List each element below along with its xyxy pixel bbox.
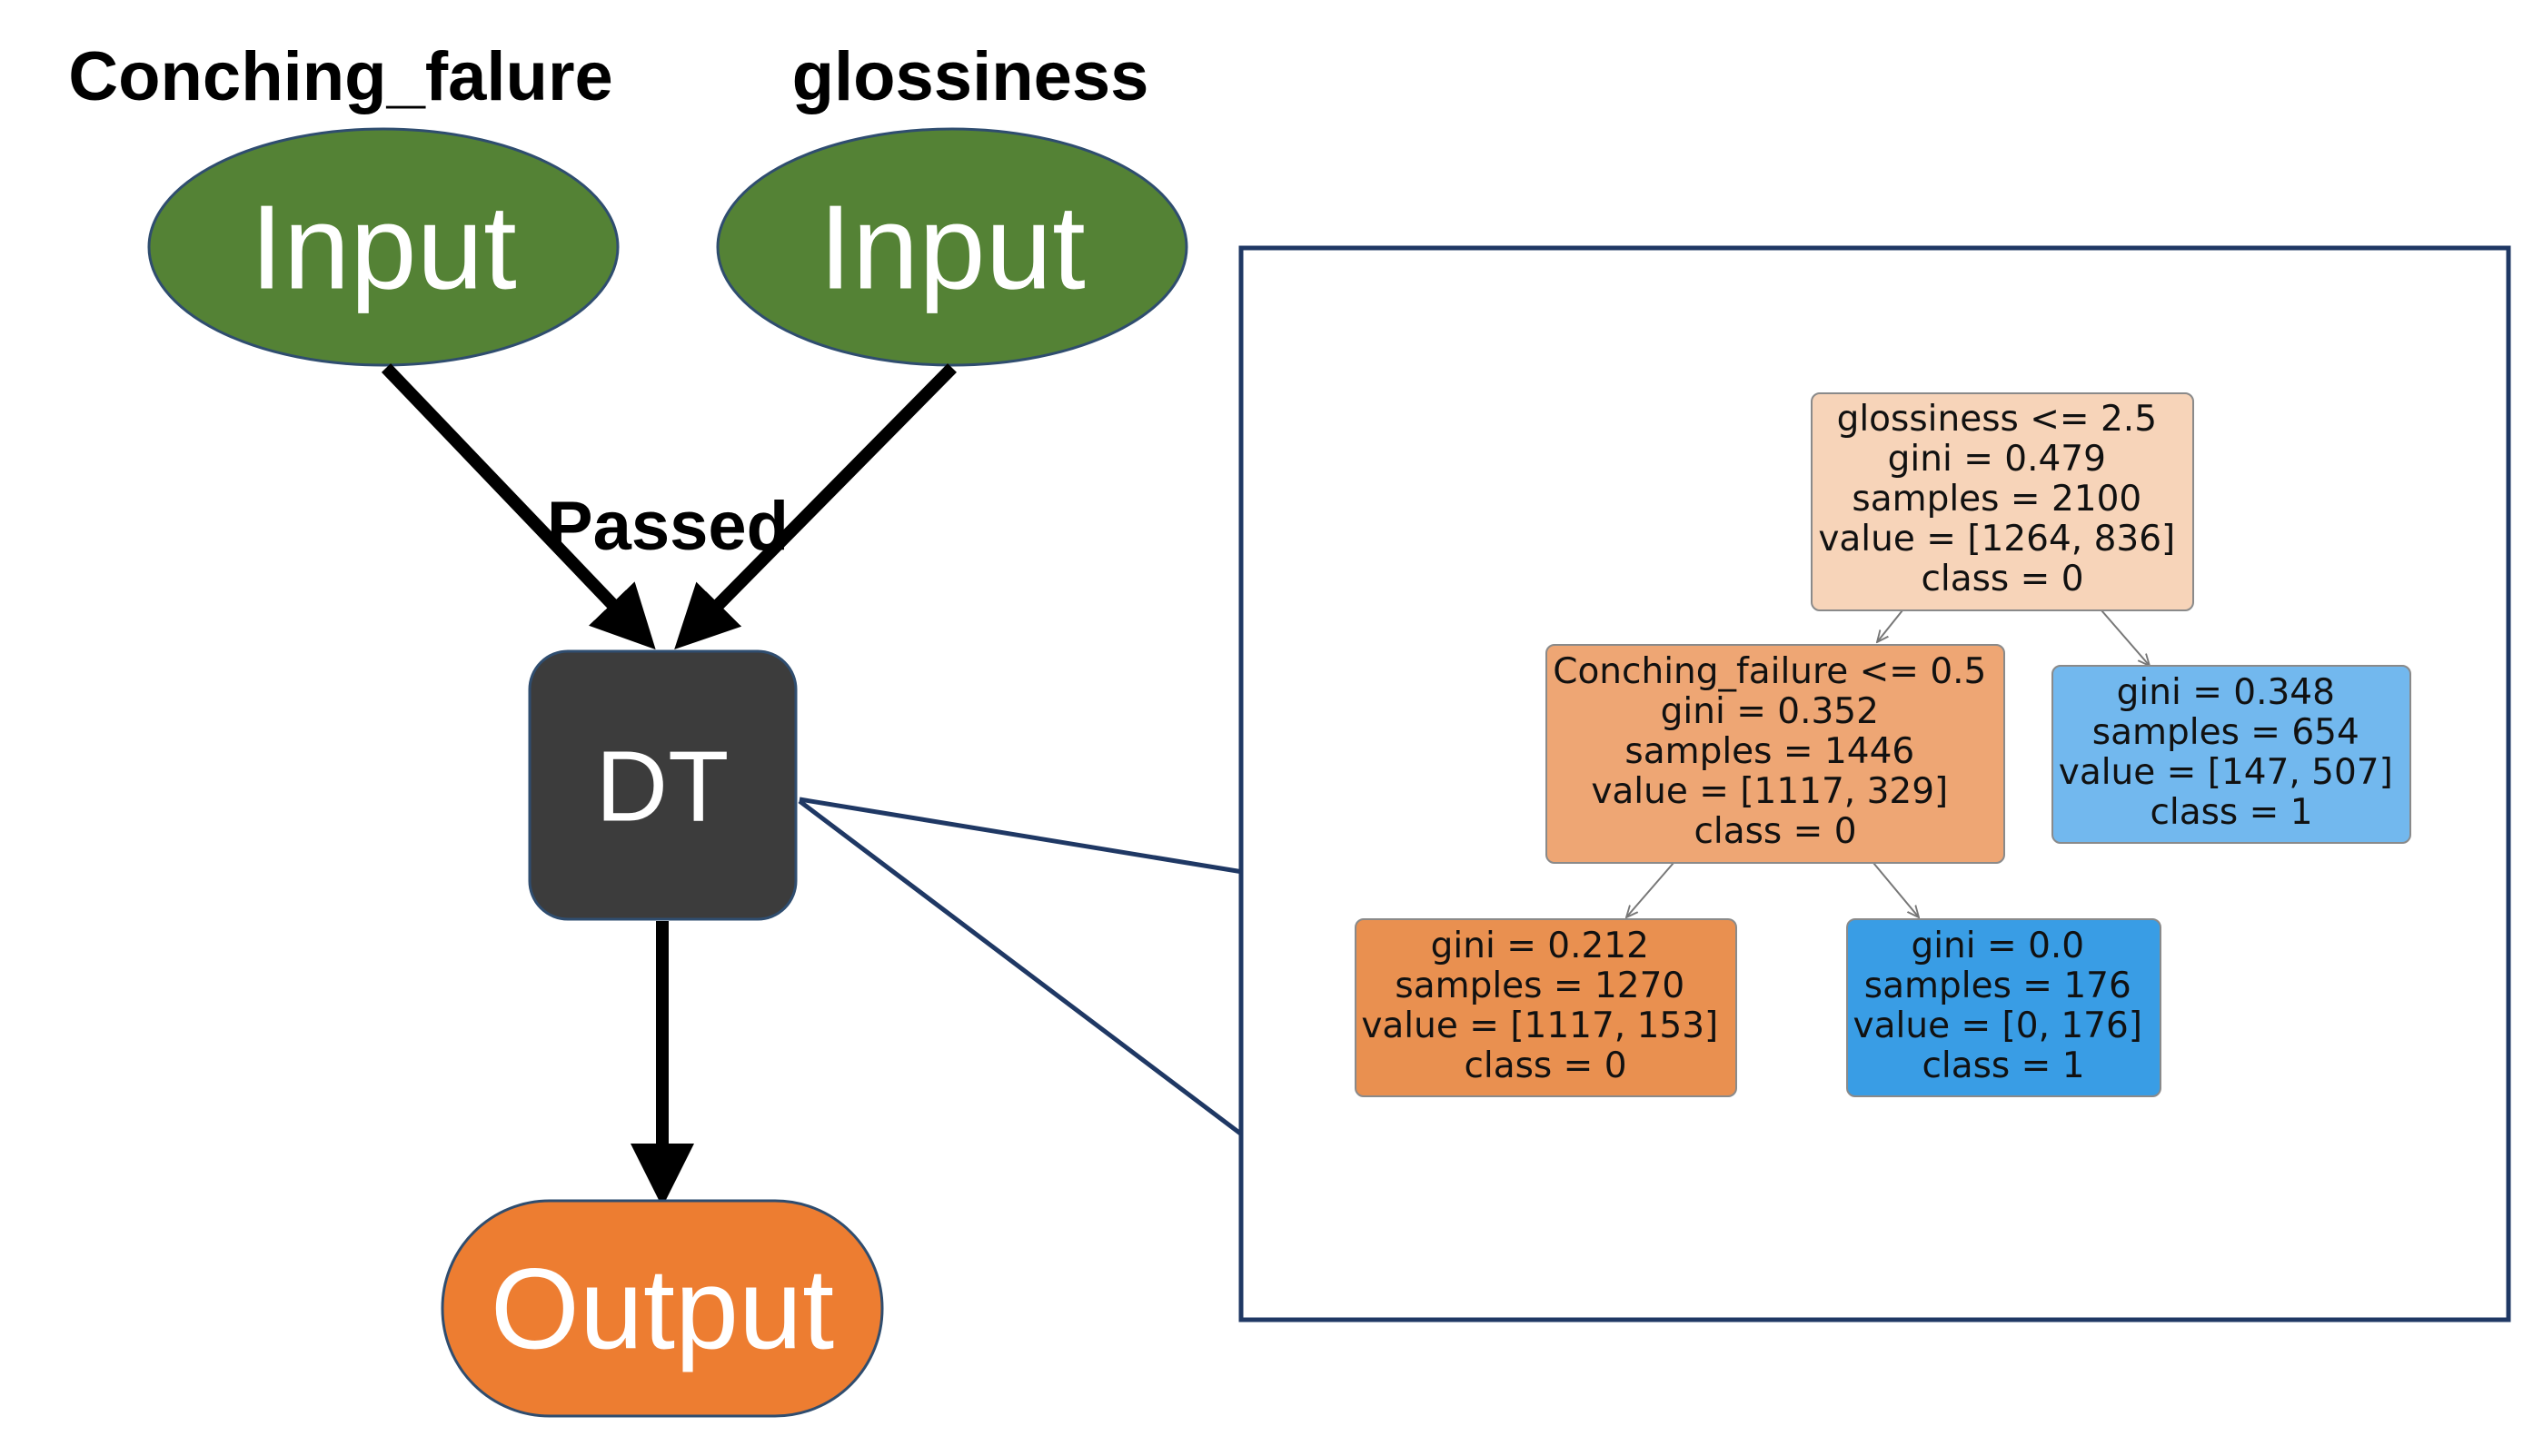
output-node-shape bbox=[441, 1199, 884, 1418]
input-feature-label-conching: Conching_falure bbox=[68, 38, 613, 115]
svg-text:gini = 0.348 samples = 6: gini = 0.348 samples = 654 value = [147,… bbox=[2059, 672, 2405, 833]
tree-edge-left-leftright bbox=[1872, 862, 1919, 917]
tree-node-left-right-box bbox=[1846, 918, 2161, 1097]
input-node-conching-label: Input bbox=[250, 181, 517, 314]
svg-text:glossiness <= 2.5 gini =: glossiness <= 2.5 gini = 0.479 samples =… bbox=[1818, 399, 2186, 599]
tree-node-left-line-2: gini = 0.352 bbox=[1661, 691, 1879, 732]
tree-node-right-line-1: gini = 0.348 bbox=[2117, 672, 2335, 713]
tree-node-right-box bbox=[2051, 665, 2411, 844]
svg-text:gini = 0.0 samples = 176: gini = 0.0 samples = 176 value = [0, 176… bbox=[1853, 926, 2154, 1086]
tree-node-left-right-line-1: gini = 0.0 bbox=[1911, 926, 2084, 966]
input-feature-label-glossiness: glossiness bbox=[792, 38, 1149, 115]
tree-edge-left-leftleft bbox=[1626, 862, 1674, 917]
tree-node-left-left-line-1: gini = 0.212 bbox=[1431, 926, 1649, 966]
zoom-connector-bottom bbox=[798, 799, 1245, 1137]
model-node-dt: DT bbox=[528, 649, 798, 921]
tree-edge-root-right bbox=[2101, 609, 2150, 666]
tree-node-left-right: gini = 0.0 samples = 176 value = [0, 176… bbox=[1846, 918, 2161, 1097]
tree-node-left-left-box bbox=[1355, 918, 1737, 1097]
zoom-connector-top bbox=[799, 797, 1244, 875]
edge-glossiness-to-dt bbox=[674, 363, 957, 649]
tree-node-right-line-4: class = 1 bbox=[2150, 792, 2312, 833]
edge-conching-to-dt bbox=[381, 363, 656, 650]
tree-node-left-right-line-4: class = 1 bbox=[1922, 1045, 2084, 1086]
tree-node-right-line-3: value = [147, 507] bbox=[2059, 752, 2393, 793]
tree-node-left-left: gini = 0.212 samples = 1270 value = [111… bbox=[1355, 918, 1737, 1097]
tree-node-root-line-2: gini = 0.479 bbox=[1888, 439, 2106, 480]
tree-node-left-line-4: value = [1117, 329] bbox=[1591, 771, 1948, 812]
input-node-glossiness-shape bbox=[716, 127, 1188, 367]
tree-node-left-line-1: Conching_failure <= 0.5 bbox=[1553, 651, 1986, 692]
tree-node-left-line-5: class = 0 bbox=[1694, 811, 1856, 852]
tree-node-left: Conching_failure <= 0.5 gini = 0.352 sam… bbox=[1545, 644, 2005, 864]
model-node-dt-shape bbox=[528, 649, 798, 921]
tree-node-left-left-line-4: class = 0 bbox=[1464, 1045, 1626, 1086]
svg-text:Conching_failure <= 0.5: Conching_failure <= 0.5 gini = 0.352 sam… bbox=[1553, 651, 1998, 852]
tree-node-left-left-line-2: samples = 1270 bbox=[1395, 966, 1684, 1006]
svg-text:gini = 0.212 samples = 1: gini = 0.212 samples = 1270 value = [111… bbox=[1361, 926, 1729, 1086]
model-node-dt-label: DT bbox=[596, 731, 730, 843]
tree-node-left-left-line-3: value = [1117, 153] bbox=[1361, 1005, 1718, 1046]
tree-node-right: gini = 0.348 samples = 654 value = [147,… bbox=[2051, 665, 2411, 844]
input-node-conching-shape bbox=[147, 127, 620, 367]
output-node: Output bbox=[441, 1199, 884, 1418]
tree-node-left-line-3: samples = 1446 bbox=[1624, 731, 1914, 772]
tree-node-right-line-2: samples = 654 bbox=[2092, 712, 2359, 753]
tree-node-root-line-1: glossiness <= 2.5 bbox=[1837, 399, 2157, 440]
tree-node-root: glossiness <= 2.5 gini = 0.479 samples =… bbox=[1811, 392, 2194, 611]
input-node-conching: Input bbox=[147, 127, 620, 367]
tree-node-root-box bbox=[1811, 392, 2194, 611]
input-node-glossiness: Input bbox=[716, 127, 1188, 367]
tree-node-left-right-line-3: value = [0, 176] bbox=[1853, 1005, 2142, 1046]
tree-node-root-line-4: value = [1264, 836] bbox=[1818, 519, 2175, 560]
tree-node-root-line-3: samples = 2100 bbox=[1852, 479, 2141, 520]
tree-edge-root-left bbox=[1877, 609, 1903, 642]
tree-node-left-box bbox=[1545, 644, 2005, 864]
input-node-glossiness-label: Input bbox=[819, 181, 1086, 314]
tree-node-left-right-line-2: samples = 176 bbox=[1864, 966, 2131, 1006]
tree-node-root-line-5: class = 0 bbox=[1921, 559, 2083, 599]
edge-label-passed: Passed bbox=[547, 488, 789, 565]
output-node-label: Output bbox=[491, 1245, 834, 1373]
